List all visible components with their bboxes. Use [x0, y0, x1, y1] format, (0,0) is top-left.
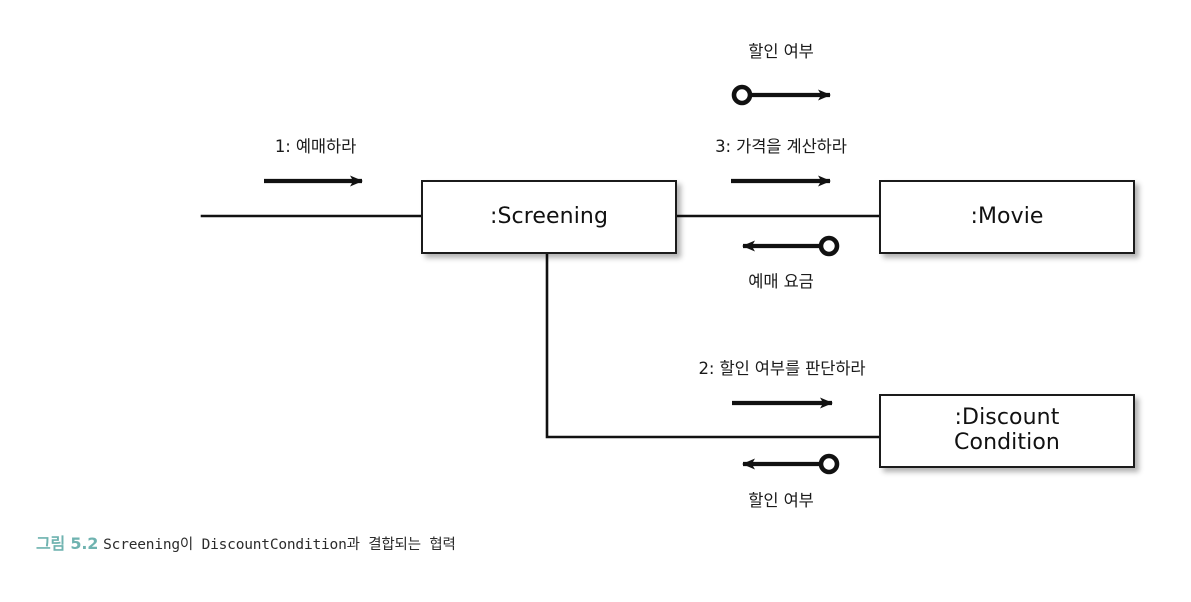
figure-number: 그림 5.2	[36, 534, 99, 553]
message-3-return-label: 예매 요금	[748, 272, 814, 291]
message-3-return-arrow	[742, 235, 840, 257]
argument-ball-icon	[731, 84, 753, 106]
node-screening-label: :Screening	[489, 203, 609, 229]
node-movie[interactable]: :Movie	[879, 180, 1135, 254]
node-discount-condition-label: :Discount Condition	[954, 405, 1060, 455]
message-1-label: 1: 예매하라	[274, 137, 357, 156]
message-3-argument-arrow	[731, 84, 831, 106]
message-2-return-label: 할인 여부	[748, 491, 814, 510]
message-2-return-arrow	[742, 453, 840, 475]
message-3-label: 3: 가격을 계산하라	[715, 137, 847, 156]
link-screening-to-discount	[545, 251, 881, 439]
node-screening[interactable]: :Screening	[421, 180, 677, 254]
message-3-argument-label: 할인 여부	[748, 42, 814, 61]
figure-caption-text: Screening이 DiscountCondition과 결합되는 협력	[103, 537, 456, 553]
node-discount-condition[interactable]: :Discount Condition	[879, 394, 1135, 468]
return-ball-icon	[818, 235, 840, 257]
message-2-label: 2: 할인 여부를 판단하라	[698, 359, 866, 378]
return-ball-icon	[818, 453, 840, 475]
node-movie-label: :Movie	[970, 203, 1044, 229]
